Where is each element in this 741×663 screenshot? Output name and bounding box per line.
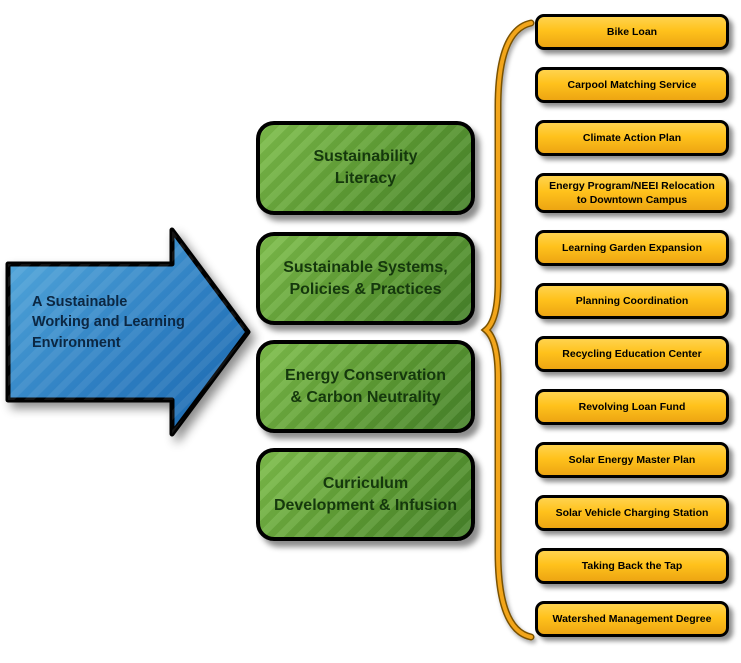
- initiative-learning-garden-expansion: Learning Garden Expansion: [535, 230, 729, 267]
- arrow-shape: [5, 227, 251, 437]
- arrow-stripes-overlay: [8, 230, 248, 434]
- category-curriculum-development-infusion: Curriculum Development & Infusion: [256, 448, 475, 541]
- initiative-label: Taking Back the Tap: [581, 560, 683, 573]
- initiative-watershed-management-degree: Watershed Management Degree: [535, 601, 729, 638]
- category-sustainability-literacy: Sustainability Literacy: [256, 121, 475, 215]
- initiative-climate-action-plan: Climate Action Plan: [535, 120, 729, 156]
- category-sustainable-systems-policies-practices: Sustainable Systems, Policies & Practice…: [256, 232, 475, 325]
- initiative-label: Learning Garden Expansion: [561, 242, 703, 255]
- initiative-label: Energy Program/NEEI Relocation to Downto…: [549, 180, 715, 207]
- initiative-energy-program-neei-relocation: Energy Program/NEEI Relocation to Downto…: [535, 173, 729, 214]
- category-label: Sustainability Literacy: [313, 148, 418, 187]
- initiative-label: Carpool Matching Service: [567, 78, 697, 91]
- initiative-label: Revolving Loan Fund: [578, 401, 686, 414]
- initiative-planning-coordination: Planning Coordination: [535, 283, 729, 320]
- initiative-solar-energy-master-plan: Solar Energy Master Plan: [535, 442, 729, 479]
- initiatives-column: Bike Loan Carpool Matching Service Clima…: [535, 14, 729, 638]
- arrow-label: A Sustainable Working and Learning Envir…: [32, 294, 185, 351]
- initiative-taking-back-the-tap: Taking Back the Tap: [535, 548, 729, 585]
- initiative-label: Solar Vehicle Charging Station: [555, 507, 709, 520]
- category-label: Sustainable Systems, Policies & Practice…: [283, 258, 448, 298]
- initiative-recycling-education-center: Recycling Education Center: [535, 336, 729, 373]
- brace-outline: [480, 19, 535, 641]
- category-label: Energy Conservation & Carbon Neutrality: [285, 366, 446, 406]
- initiative-label: Planning Coordination: [575, 295, 689, 308]
- initiative-solar-vehicle-charging-station: Solar Vehicle Charging Station: [535, 495, 729, 532]
- initiative-revolving-loan-fund: Revolving Loan Fund: [535, 389, 729, 426]
- initiative-label: Recycling Education Center: [562, 348, 702, 361]
- category-label: Curriculum Development & Infusion: [273, 474, 458, 514]
- initiative-label: Watershed Management Degree: [552, 613, 712, 626]
- brace-connector: [480, 19, 535, 641]
- initiative-bike-loan: Bike Loan: [535, 14, 729, 50]
- initiative-label: Bike Loan: [606, 25, 658, 38]
- initiative-label: Solar Energy Master Plan: [568, 454, 696, 467]
- category-energy-conservation-carbon-neutrality: Energy Conservation & Carbon Neutrality: [256, 340, 475, 433]
- brace-stroke: [482, 21, 533, 639]
- initiative-label: Climate Action Plan: [582, 131, 682, 144]
- initiative-carpool-matching-service: Carpool Matching Service: [535, 67, 729, 103]
